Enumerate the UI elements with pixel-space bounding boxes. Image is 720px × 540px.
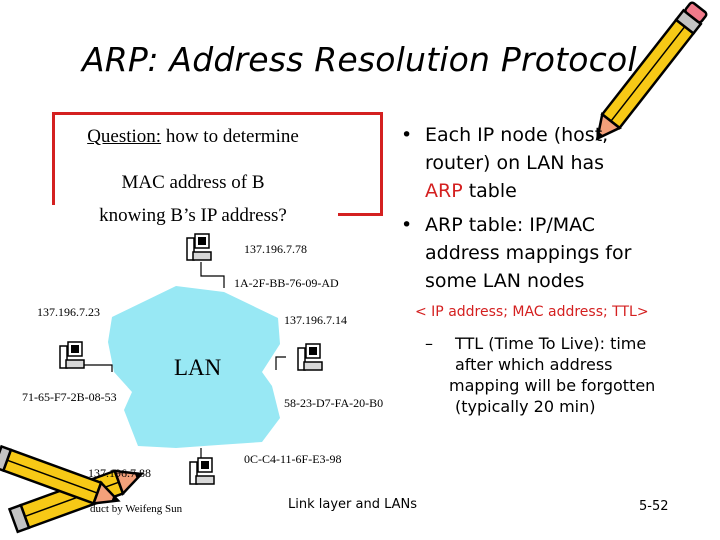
page-number: 5-52 <box>639 499 669 514</box>
pencil-icon <box>595 1 708 141</box>
ttl-line-2: after which address <box>455 355 613 374</box>
bullet-2-line-1: ARP table: IP/MAC <box>425 214 596 236</box>
slide-title: ARP: Address Resolution Protocol <box>82 40 637 79</box>
computer-icon <box>189 457 215 485</box>
bullet-1-line-3: ARP table <box>425 180 608 202</box>
bullet-1-line-2: router) on LAN has <box>425 152 605 174</box>
arp-highlight: ARP <box>425 180 463 202</box>
bullet-dot: • <box>401 214 413 236</box>
footer-center: Link layer and LANs <box>288 497 418 512</box>
bullet-2-line-2: address mappings for <box>425 242 632 264</box>
ttl-note: – TTL (Time To Live): time after which a… <box>425 333 655 417</box>
question-prefix: Question: <box>87 126 162 147</box>
footer-credit: duct by Weifeng Sun <box>90 503 183 515</box>
question-line-1-rest: how to determine <box>161 126 299 147</box>
bullet-2-line-3: some LAN nodes <box>425 270 585 292</box>
node-bottom-ip: 137.196.7.88 <box>88 466 151 480</box>
computer-icon <box>59 341 85 369</box>
lan-cloud <box>108 286 280 448</box>
computer-icon <box>186 233 212 261</box>
computer-icon <box>297 343 323 371</box>
pencil-icon <box>0 444 145 534</box>
question-line-1: Question: how to determine <box>48 126 338 148</box>
node-left-mac: 71-65-F7-2B-08-53 <box>22 390 117 404</box>
node-left-ip: 137.196.7.23 <box>37 305 100 319</box>
node-top-ip: 137.196.7.78 <box>244 242 307 256</box>
ttl-line-4: (typically 20 min) <box>455 397 596 416</box>
question-line-3: knowing B’s IP address? <box>48 205 338 227</box>
arp-entry-format: < IP address; MAC address; TTL> <box>415 304 649 320</box>
node-right-mac: 58-23-D7-FA-20-B0 <box>284 396 384 410</box>
bullet-2: • ARP table: IP/MAC address mappings for… <box>401 214 632 292</box>
bullet-dot: • <box>401 124 413 146</box>
question-line-2: MAC address of B <box>121 172 265 193</box>
bullet-1: • Each IP node (host, router) on LAN has… <box>401 124 609 202</box>
bullet-1-line-3-rest: table <box>462 180 517 202</box>
lan-label: LAN <box>174 355 222 380</box>
ttl-dash: – <box>425 334 433 353</box>
ttl-line-1: TTL (Time To Live): time <box>455 334 647 353</box>
bullet-1-line-1: Each IP node (host, <box>425 124 609 146</box>
ttl-line-3: mapping will be forgotten <box>449 376 656 395</box>
node-bottom-mac: 0C-C4-11-6F-E3-98 <box>244 452 342 466</box>
node-right-ip: 137.196.7.14 <box>284 313 347 327</box>
node-top-mac: 1A-2F-BB-76-09-AD <box>234 276 339 290</box>
